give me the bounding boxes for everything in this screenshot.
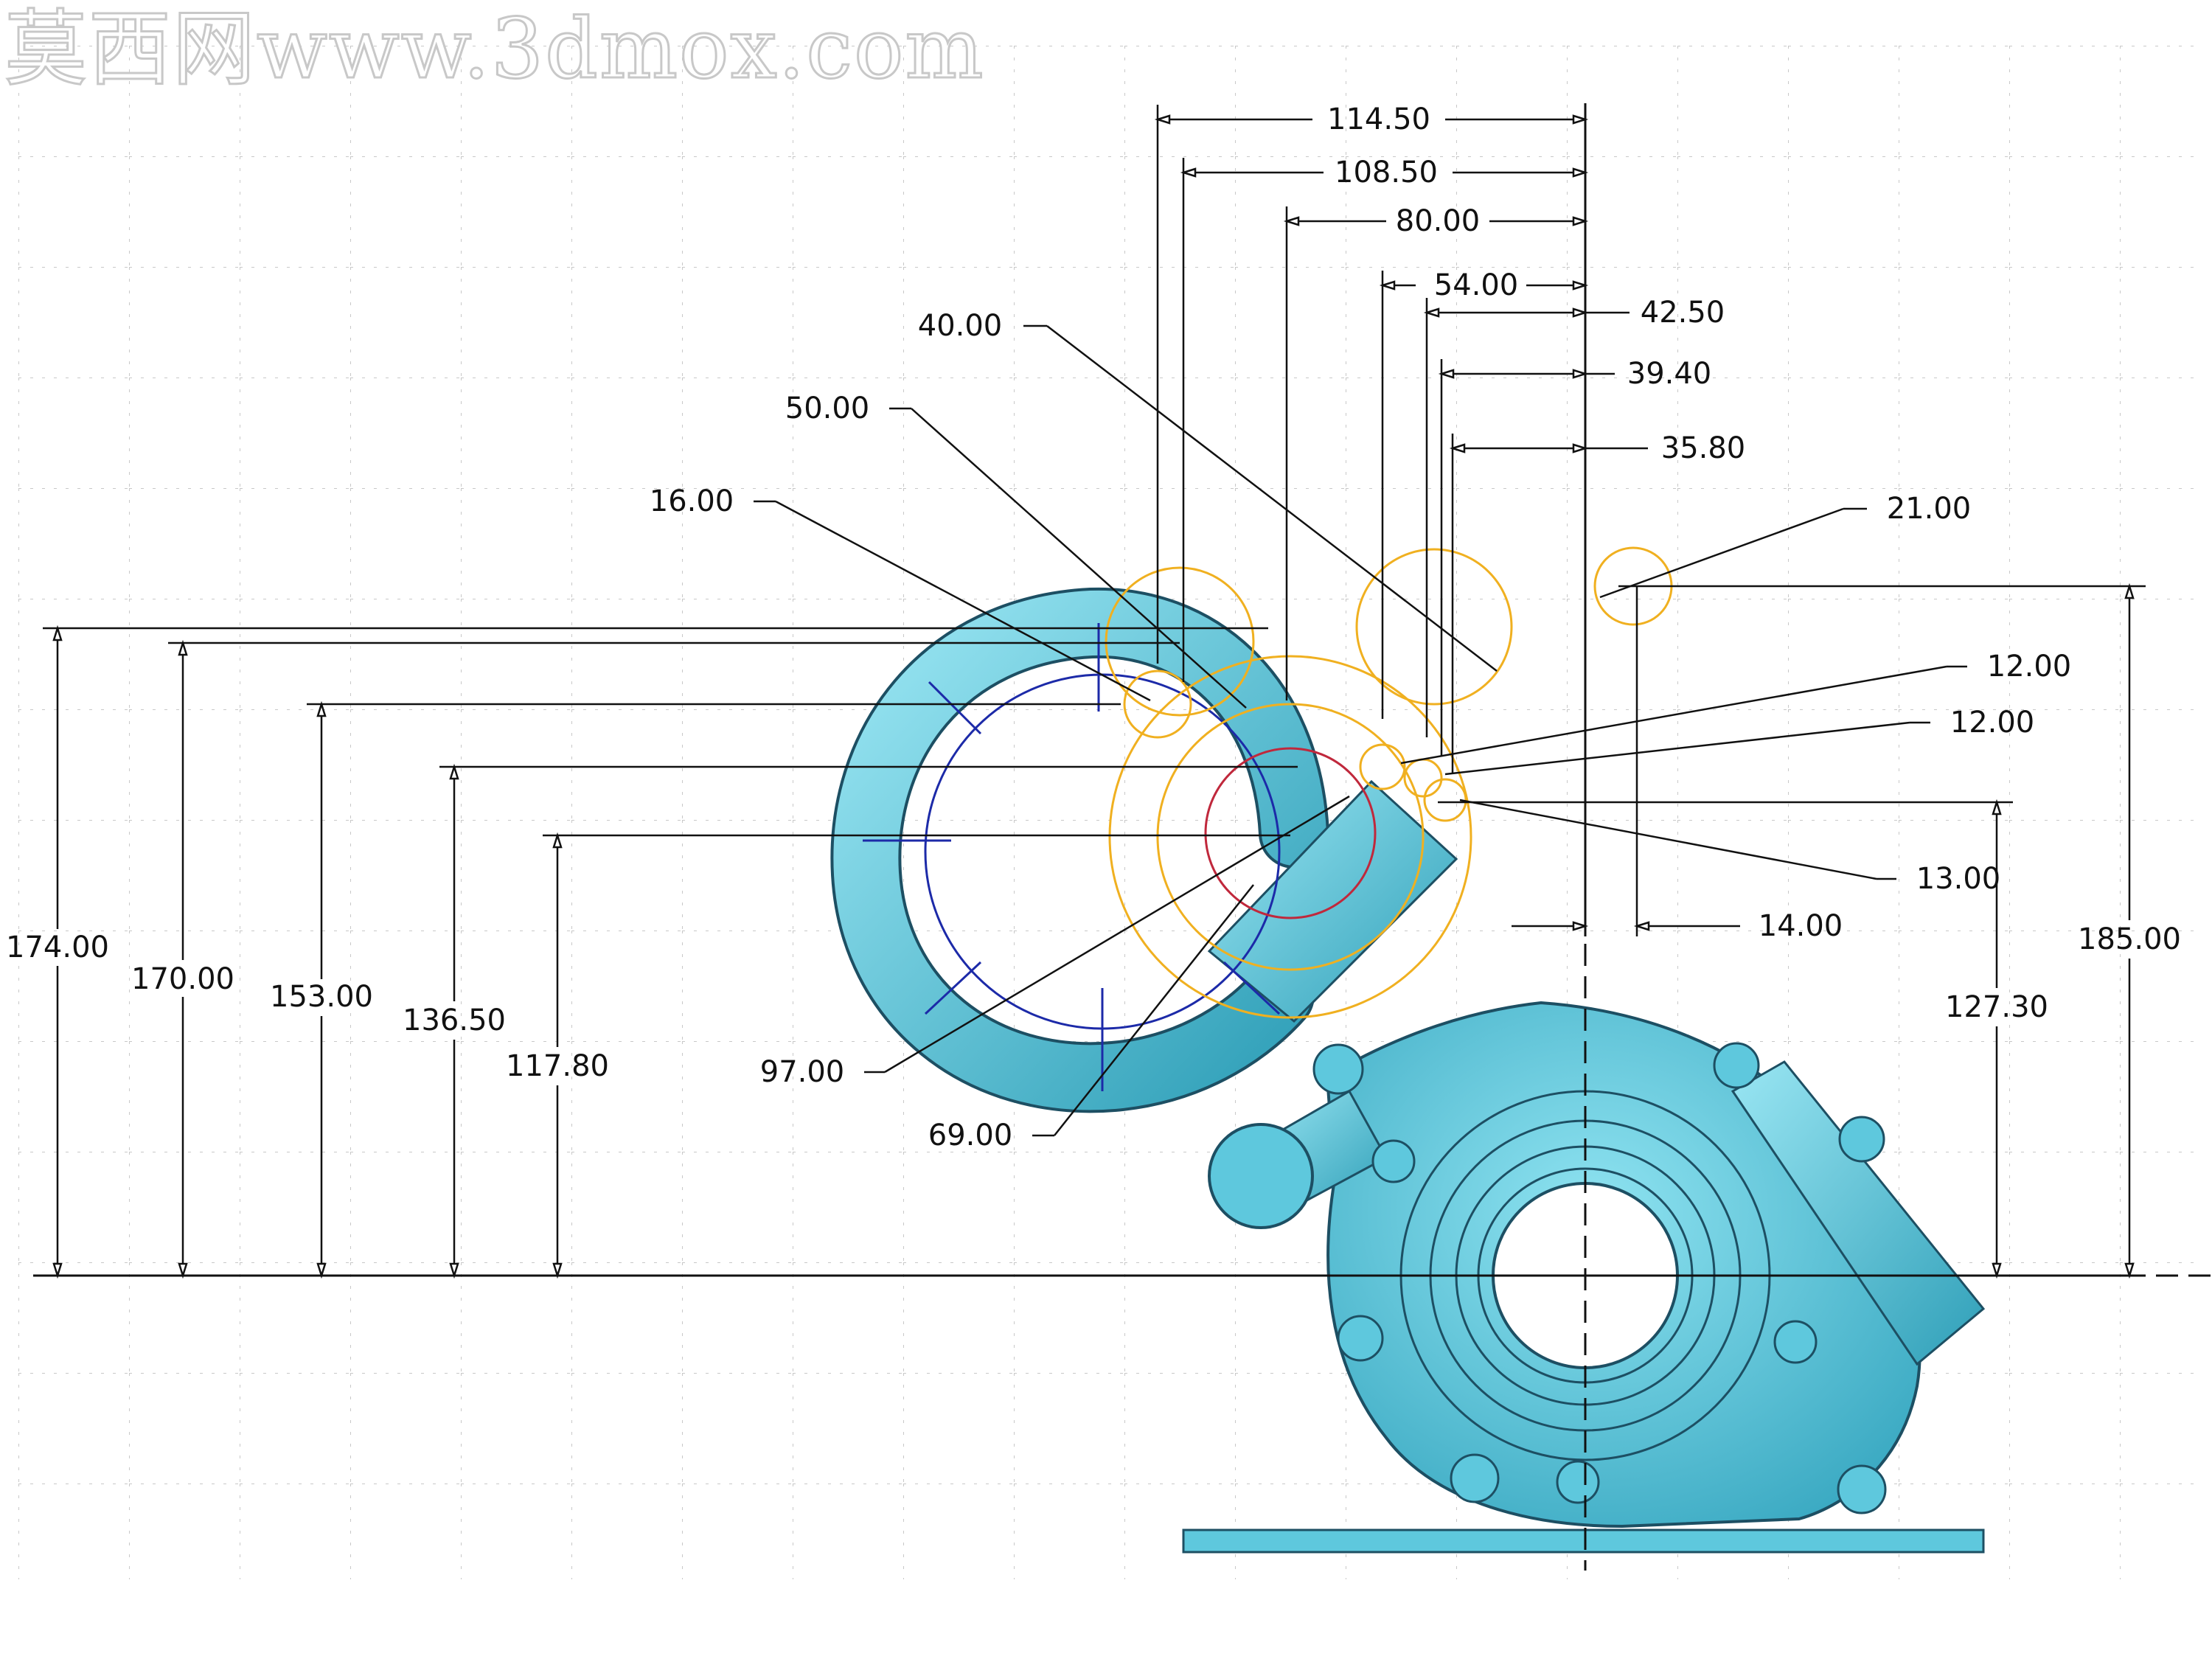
dimension-arrow [178, 639, 188, 656]
dimension-arrow [2124, 582, 2135, 599]
dim-vertical-185-00: 185.00 [2078, 922, 2181, 956]
outlet-tube [1731, 1060, 1986, 1366]
dimension-arrow [1633, 921, 1650, 931]
leader-line [1444, 721, 1910, 776]
dimension-arrow [1283, 216, 1300, 226]
dimension-arrow [178, 1262, 188, 1279]
dimension-arrow [1438, 369, 1455, 379]
dimension-arrow [1572, 921, 1589, 931]
dimension-arrow [1572, 443, 1589, 453]
dimension-arrow [449, 763, 459, 780]
dim-vertical-174-00: 174.00 [6, 931, 109, 964]
dimension-arrow [1572, 167, 1589, 178]
dimension-lines [43, 105, 2146, 1279]
dim-radius-16-00: 16.00 [649, 484, 734, 518]
leader-line [1400, 665, 1947, 765]
base-plate [1182, 1528, 1985, 1554]
leader-line [1046, 325, 1498, 672]
dimension-arrow [1992, 1262, 2002, 1279]
volute-spiral-tube-fill [833, 590, 1326, 1110]
volute-discharge-tube [1207, 779, 1458, 1023]
dimension-arrow [1572, 216, 1589, 226]
dim-horizontal-80-00: 80.00 [1395, 204, 1481, 238]
dim-horizontal-114-50: 114.50 [1327, 102, 1430, 136]
leader-line [1459, 799, 1877, 880]
dimension-arrow [316, 700, 327, 717]
dimension-arrow [1572, 307, 1589, 318]
dim-horizontal-42-50: 42.50 [1640, 296, 1725, 330]
dim-radius-97-00: 97.00 [759, 1055, 845, 1089]
dim-vertical-117-80: 117.80 [506, 1049, 609, 1083]
dimension-arrow [1572, 369, 1589, 379]
dim-offset-14-00: 14.00 [1758, 909, 1843, 943]
dimension-arrow [1180, 167, 1197, 178]
dimension-arrow [1992, 799, 2002, 815]
dim-radius-12-00-b: 12.00 [1950, 706, 2035, 740]
pump-body-part [1182, 1001, 1986, 1554]
dimension-arrow [1572, 114, 1589, 125]
leader-line [1054, 884, 1254, 1136]
dim-radius-13-00: 13.00 [1916, 862, 2001, 896]
dim-horizontal-39-40: 39.40 [1627, 357, 1712, 391]
dim-vertical-153-00: 153.00 [270, 980, 373, 1014]
watermark-text: 莫西网www.3dmox.com [4, 0, 985, 98]
dimension-arrow [552, 1262, 563, 1279]
dimension-arrow [552, 832, 563, 849]
leader-line [775, 500, 1151, 702]
dim-radius-12-00-a: 12.00 [1986, 650, 2072, 684]
dimension-arrow [1154, 114, 1171, 125]
leader-line [911, 408, 1247, 709]
dimension-arrow [316, 1262, 327, 1279]
dim-radius-21-00: 21.00 [1886, 492, 1972, 526]
dim-vertical-127-30: 127.30 [1945, 990, 2048, 1024]
dimension-arrow [1379, 280, 1396, 291]
dim-radius-69-00: 69.00 [928, 1119, 1013, 1152]
dimension-arrow [449, 1262, 459, 1279]
dim-vertical-136-50: 136.50 [403, 1004, 506, 1037]
red-construction-circle [1204, 747, 1377, 919]
dim-radius-40-00: 40.00 [917, 309, 1003, 343]
dimension-arrow [2124, 1262, 2135, 1279]
dim-horizontal-54-00: 54.00 [1433, 268, 1519, 302]
dim-horizontal-35-80: 35.80 [1660, 431, 1746, 465]
volute-part [830, 587, 1458, 1113]
dimension-arrow [1449, 443, 1466, 453]
dim-horizontal-108-50: 108.50 [1335, 156, 1438, 189]
dimension-arrow [1423, 307, 1440, 318]
inlet-flange [1208, 1123, 1314, 1229]
dimension-arrow [52, 1262, 63, 1279]
dimension-arrow [52, 625, 63, 641]
dim-vertical-170-00: 170.00 [131, 962, 234, 996]
dim-radius-50-00: 50.00 [785, 392, 870, 425]
leader-line [884, 795, 1350, 1074]
leader-line [1599, 507, 1844, 599]
dimension-arrow [1572, 280, 1589, 291]
